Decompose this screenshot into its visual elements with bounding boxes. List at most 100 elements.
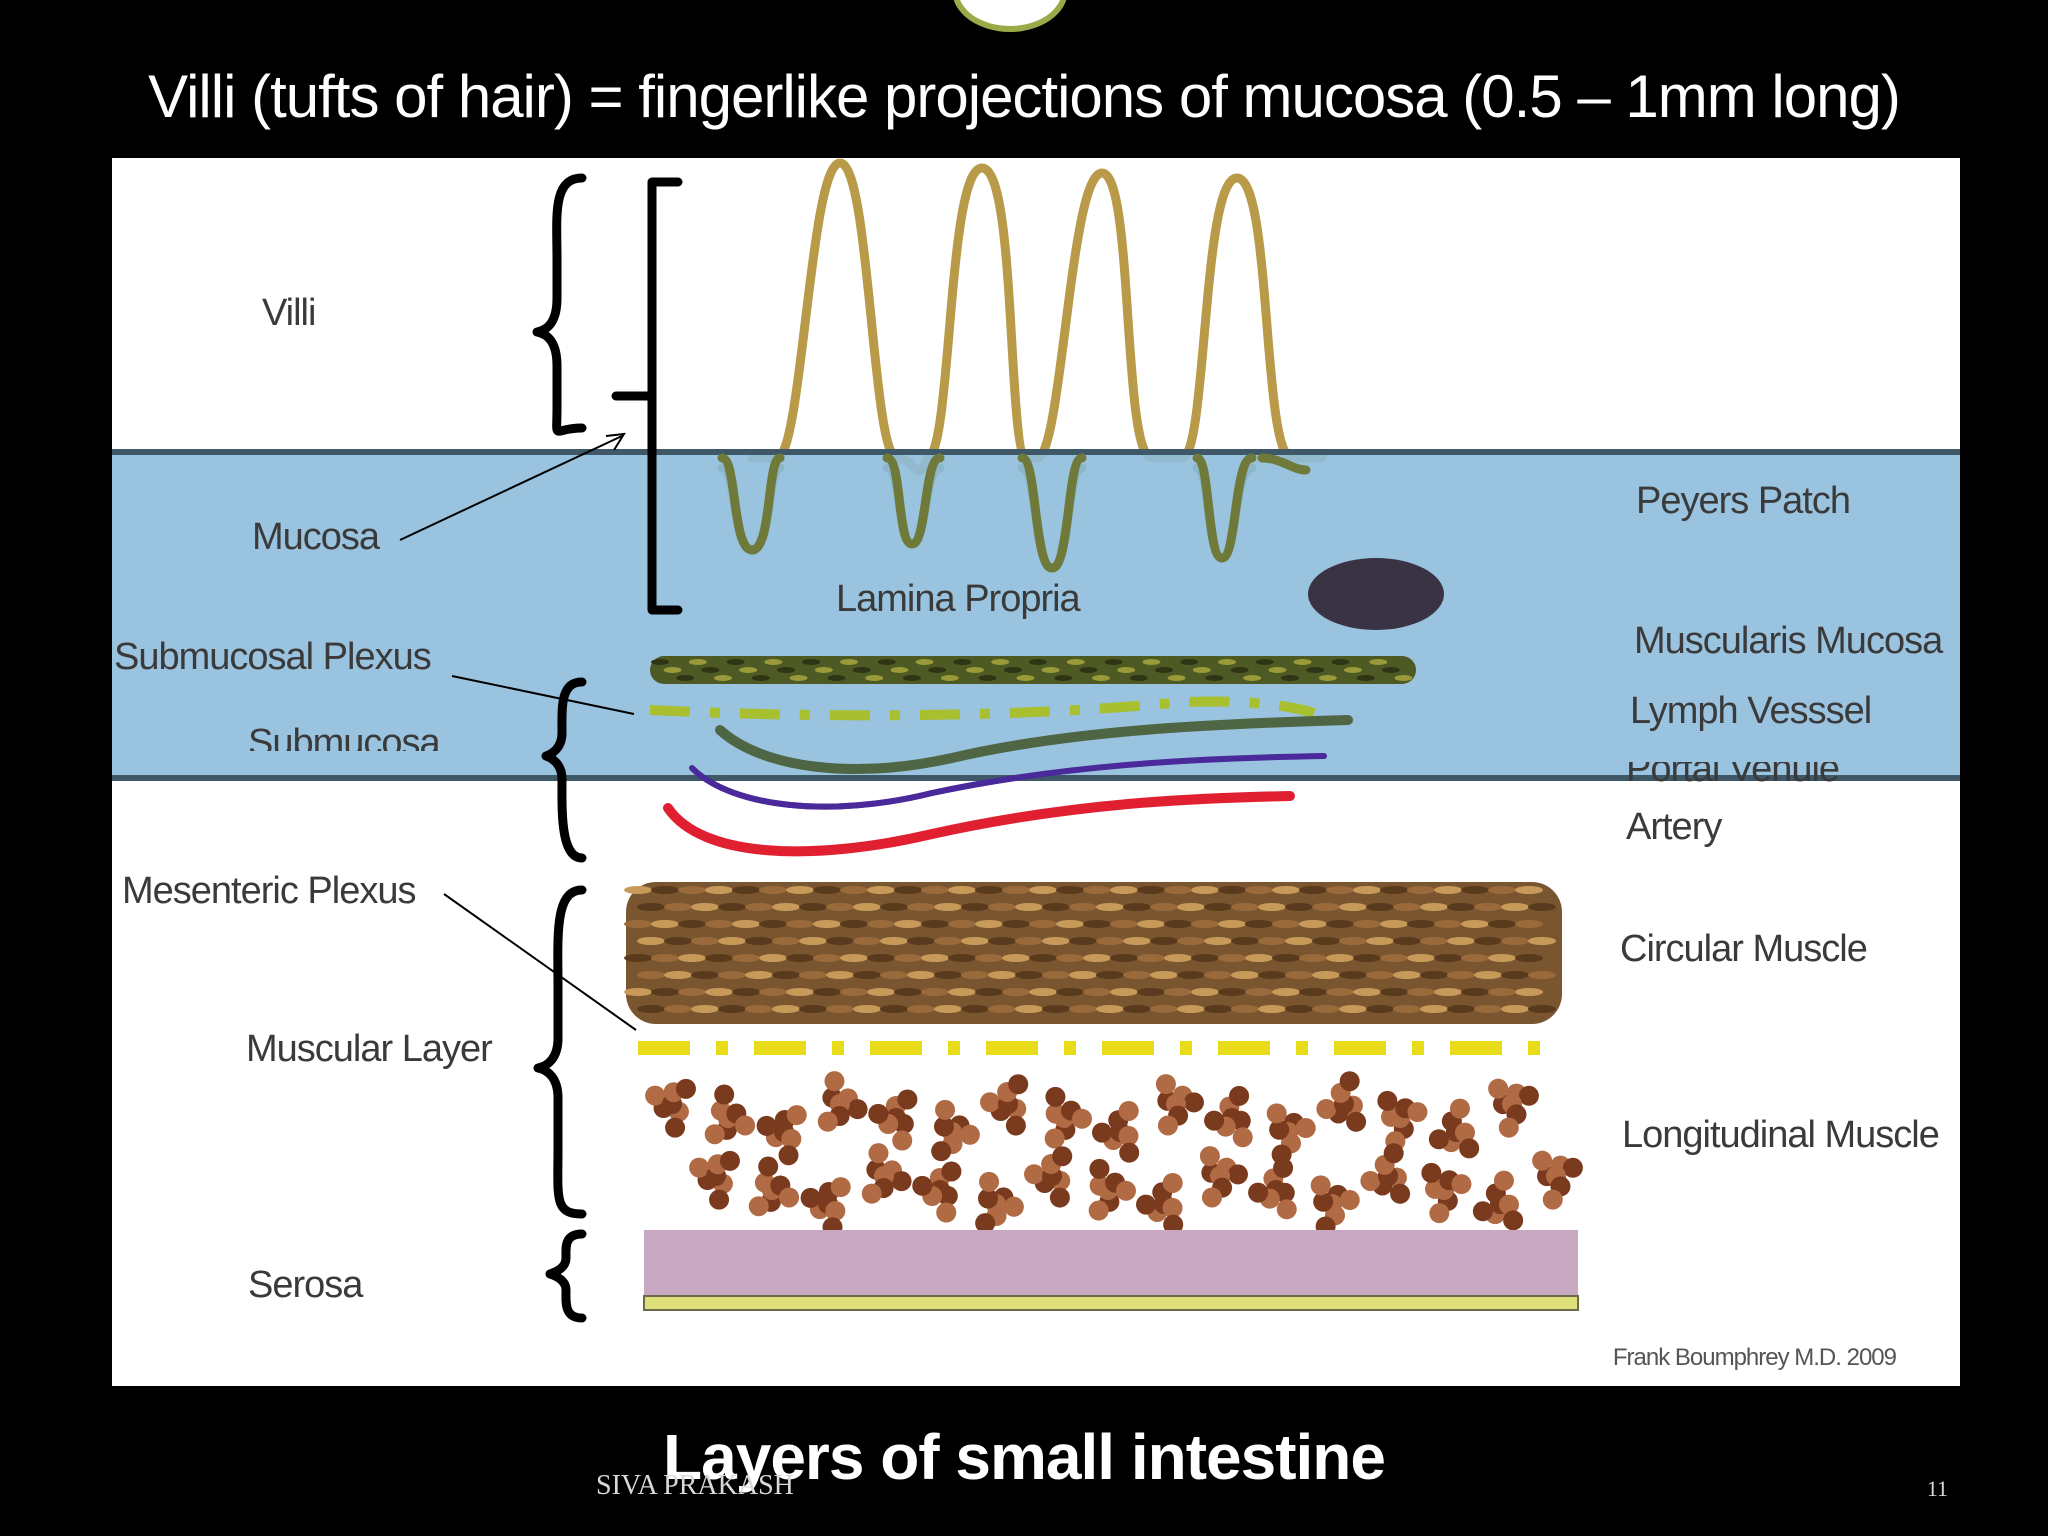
circular-muscle-fiber [1150,971,1178,979]
circular-muscle-fiber [1380,954,1408,962]
longitudinal-muscle-cell [709,1189,730,1210]
circular-muscle-fiber [1312,937,1340,945]
circular-muscle-fiber [894,954,922,962]
circular-muscle-fiber [799,971,827,979]
diagram-panel: Villi Mucosa Submucosal Plexus Submucosa… [112,158,1960,1386]
muscularis-fiber [676,675,695,681]
label-longitudinal-muscle: Longitudinal Muscle [1622,1114,1940,1156]
circular-muscle-fiber [1015,903,1043,911]
circular-muscle-fiber [732,954,760,962]
circular-muscle-fiber [664,937,692,945]
circular-muscle-fiber [1015,971,1043,979]
circular-muscle-fiber [1231,971,1259,979]
circular-muscle-fiber [1110,954,1138,962]
circular-muscle-fiber [880,903,908,911]
longitudinal-muscle-cell [1360,1170,1381,1191]
circular-muscle-fiber [1056,954,1084,962]
muscularis-fiber [814,667,833,673]
circular-muscle-fiber [1515,954,1543,962]
muscularis-fiber [1381,667,1400,673]
circular-muscle-fiber [1069,937,1097,945]
longitudinal-muscle-cell [868,1103,889,1124]
circular-muscle-fiber [1528,971,1556,979]
circular-muscle-fiber [1177,971,1205,979]
circular-muscle-fiber [1515,920,1543,928]
circular-muscle-fiber [624,920,652,928]
circular-muscle-fiber [1056,886,1084,894]
circular-muscle-fiber [732,920,760,928]
circular-muscle-fiber [745,1005,773,1013]
circular-muscle-fiber [948,886,976,894]
circular-muscle-fiber [772,903,800,911]
circular-muscle-fiber [880,1005,908,1013]
circular-muscle-fiber [921,886,949,894]
longitudinal-muscle-cell [931,1141,952,1162]
circular-muscle-fiber [718,937,746,945]
circular-muscle-fiber [1326,988,1354,996]
circular-muscle-fiber [1258,971,1286,979]
circular-muscle-fiber [853,1005,881,1013]
label-muscularis-mucosa: Muscularis Mucosa [1634,620,1943,662]
circular-muscle-fiber [1002,988,1030,996]
circular-muscle-fiber [1380,988,1408,996]
longitudinal-muscle-cell [1003,1196,1024,1217]
circular-muscle-fiber [1164,920,1192,928]
longitudinal-muscle-cell [1313,1191,1334,1212]
circular-muscle-fiber [678,954,706,962]
muscularis-fiber [1117,667,1136,673]
artery-line [663,791,1295,857]
circular-muscle-fiber [1029,988,1057,996]
muscularis-fiber [915,659,934,665]
circular-muscle-fiber [691,1005,719,1013]
circular-muscle-fiber [1110,988,1138,996]
circular-muscle-fiber [1150,1005,1178,1013]
circular-muscle-fiber [745,937,773,945]
circular-muscle-fiber [1002,920,1030,928]
muscularis-fiber [1029,659,1047,665]
circular-muscle-fiber [1245,954,1273,962]
circular-muscle-fiber [624,886,652,894]
circular-muscle-fiber [1312,1005,1340,1013]
circular-muscle-fiber [840,920,868,928]
circular-muscle-base [626,882,1562,1024]
circular-muscle-fiber [1461,954,1489,962]
circular-muscle-fiber [691,971,719,979]
circular-muscle-fiber [1407,886,1435,894]
circular-muscle-fiber [853,971,881,979]
longitudinal-muscle-cell [1421,1162,1442,1183]
serosa-brace [545,1229,587,1323]
circular-muscle-fiber [1488,886,1516,894]
muscularis-fiber [764,659,783,665]
circular-muscle-fiber [826,903,854,911]
circular-muscle-fiber [1258,1005,1286,1013]
longitudinal-muscle-cell [1269,1119,1290,1140]
circular-muscle-fiber [1015,1005,1043,1013]
longitudinal-muscle-cell [1089,1158,1110,1179]
circular-muscle-fiber [1488,920,1516,928]
circular-muscle-fiber [1366,971,1394,979]
circular-muscle-fiber [988,903,1016,911]
longitudinal-muscle-cell [1407,1102,1428,1123]
circular-muscle-fiber [1164,954,1192,962]
circular-muscle-fiber [1420,903,1448,911]
circular-muscle-fiber [759,886,787,894]
circular-muscle-fiber [907,1005,935,1013]
muscularis-fiber [827,675,846,681]
longitudinal-muscle-cell [861,1183,882,1204]
muscularis-fiber [777,667,795,673]
circular-muscle-fiber [1164,988,1192,996]
longitudinal-muscle-cell [1005,1115,1026,1136]
longitudinal-muscle-cell [1346,1111,1367,1132]
circular-muscle-fiber [1015,937,1043,945]
circular-muscle-fiber [1096,1005,1124,1013]
circular-muscle-fiber [1245,886,1273,894]
circular-muscle-fiber [975,954,1003,962]
muscularis-fiber [1180,659,1199,665]
circular-muscle-fiber [894,886,922,894]
muscularis-fiber [1331,659,1350,665]
circular-muscle-fiber [1029,954,1057,962]
circular-muscle-fiber [907,937,935,945]
muscularis-fiber [1092,675,1110,681]
longitudinal-muscle-cell [689,1157,710,1178]
circular-muscle-fiber [1245,988,1273,996]
